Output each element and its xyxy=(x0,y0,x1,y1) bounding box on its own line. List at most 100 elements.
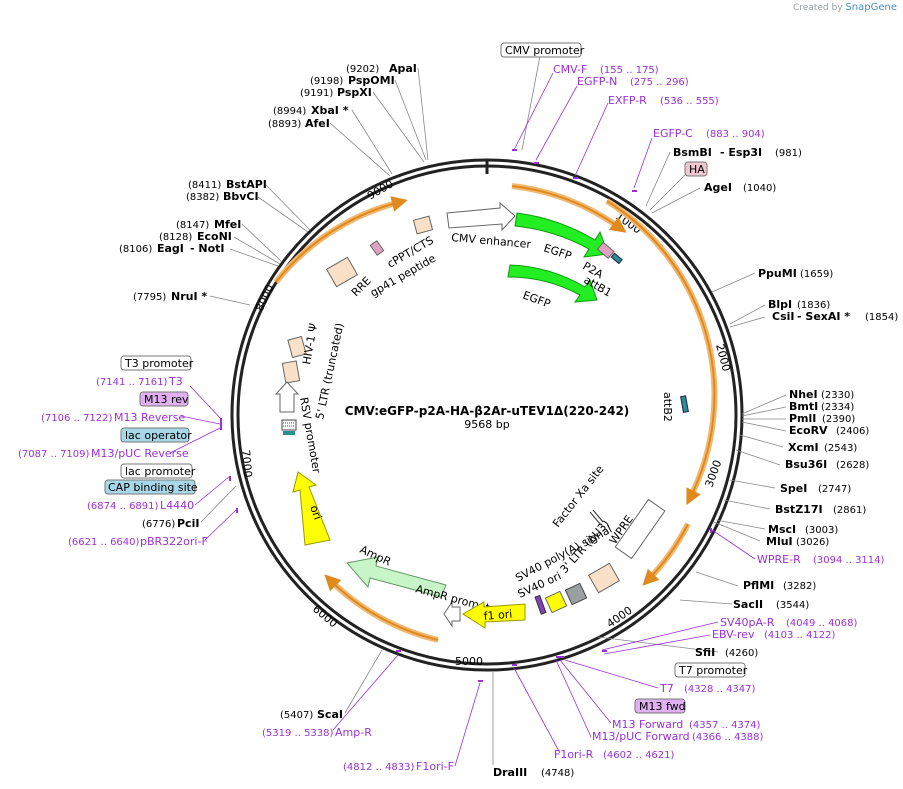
wprer-pos: (3094 .. 3114) xyxy=(813,555,885,566)
mfei-pos: (8147) xyxy=(176,220,209,231)
cmv-promoter-label: CMV promoter xyxy=(505,44,585,57)
lac-promoter-box xyxy=(120,463,193,479)
pbr322-pos: (6621 .. 6640) xyxy=(68,537,140,548)
ha-box xyxy=(684,161,708,177)
scai-name: ScaI xyxy=(317,708,343,721)
bsu36i-pos: (2628) xyxy=(836,460,869,471)
orf-arc-main xyxy=(605,198,718,500)
m13puc-fwd-pos: (4366 .. 4388) xyxy=(692,732,764,743)
tick-6000: 6000 xyxy=(310,602,340,630)
t7-promoter-box xyxy=(674,662,746,678)
bbvci-pos: (8382) xyxy=(186,192,219,203)
exfpr-name: EXFP-R xyxy=(608,94,647,107)
msci-name: MscI xyxy=(768,523,796,536)
attb1-box xyxy=(610,252,623,265)
pspxi-pos: (9191) xyxy=(300,88,333,99)
msci-pos: (3003) xyxy=(805,525,838,536)
f1orif-pos: (4812 .. 4833) xyxy=(343,762,415,773)
nrui-name: NruI * xyxy=(171,290,207,303)
esp3i-name: - Esp3I xyxy=(720,146,762,159)
attb2-box xyxy=(680,395,689,413)
ampr-arrow xyxy=(346,556,447,598)
xbai-pos: (8994) xyxy=(273,106,306,117)
m13forward-pos: (4357 .. 4374) xyxy=(689,720,761,731)
scai-pos: (5407) xyxy=(280,710,313,721)
egfpc-name: EGFP-C xyxy=(653,127,693,140)
cmv-promoter-box xyxy=(500,42,582,58)
pmli-name: PmlI xyxy=(789,412,816,425)
pmli-pos: (2390) xyxy=(822,414,855,425)
m13-rev-label: M13 rev xyxy=(144,393,189,406)
nhei-pos: (2330) xyxy=(821,390,854,401)
sexai-name: - SexAI * xyxy=(797,310,850,323)
sacii-name: SacII xyxy=(733,598,763,611)
sacii-pos: (3544) xyxy=(776,600,809,611)
bstapi-name: BstAPI xyxy=(226,178,267,191)
credit-prefix: Created by xyxy=(793,3,843,13)
sfii-pos: (4260) xyxy=(725,648,758,659)
tick-5000: 5000 xyxy=(455,655,483,668)
t7-promoter-label: T7 promoter xyxy=(678,664,748,677)
egfp-bottom-label: EGFP xyxy=(521,289,553,311)
nhei-name: NheI xyxy=(789,388,818,401)
pbr322-name: pBR322ori-F xyxy=(140,535,208,548)
m13puc-fwd-name: M13/pUC Forward xyxy=(592,730,690,743)
ampr-primer-pos: (5319 .. 5338) xyxy=(262,728,334,739)
cmv-enhancer-label: CMV enhancer xyxy=(451,231,532,251)
sv40par-pos: (4049 .. 4068) xyxy=(786,618,858,629)
plasmid-size: 9568 bp xyxy=(464,418,509,431)
ecorv-name: EcoRV xyxy=(789,424,828,437)
t3-promoter-box xyxy=(120,355,192,371)
noti-name: - NotI xyxy=(190,242,225,255)
cmvf-pos: (155 .. 175) xyxy=(600,65,659,76)
cap-binding-box xyxy=(104,479,196,495)
p2a-box xyxy=(596,241,615,260)
gp41-box xyxy=(369,240,385,256)
m13-fwd-label: M13 fwd xyxy=(639,700,686,713)
agei-pos: (1040) xyxy=(743,183,776,194)
f1orir-pos: (4602 .. 4621) xyxy=(603,750,675,761)
afei-pos: (8893) xyxy=(268,119,301,130)
sv40-ori-box xyxy=(534,594,547,615)
l4440-pos: (6874 .. 6891) xyxy=(87,501,159,512)
bsmbi-pos: (981) xyxy=(775,148,802,159)
tick-9000: 9000 xyxy=(365,177,396,202)
cap-site-box xyxy=(283,431,295,435)
ebvrev-name: EBV-rev xyxy=(712,628,755,641)
mlui-pos: (3026) xyxy=(796,537,829,548)
xcmi-pos: (2543) xyxy=(824,443,857,454)
ppumi-name: PpuMI xyxy=(758,267,797,280)
nrui-pos: (7795) xyxy=(133,292,166,303)
snapgene-brand: SnapGene xyxy=(845,2,897,13)
hiv-box xyxy=(287,335,307,359)
ha-label: HA xyxy=(689,163,705,176)
spei-name: SpeI xyxy=(780,482,807,495)
l4440-name: L4440 xyxy=(160,499,194,512)
ori-arrow xyxy=(292,471,331,546)
bsu36i-name: Bsu36I xyxy=(785,458,827,471)
t7-name: T7 xyxy=(659,682,674,695)
sv40-pa-box xyxy=(544,590,568,614)
pflmi-pos: (3282) xyxy=(783,581,816,592)
ltr3-box xyxy=(587,562,621,594)
m13forward-name: M13 Forward xyxy=(612,718,683,731)
tick-8000: 8000 xyxy=(253,282,277,313)
mlui-name: MluI xyxy=(766,535,793,548)
sfii-name: SfiI xyxy=(695,646,715,659)
lac-elements-box xyxy=(281,419,297,431)
egfp-arrow-bottom xyxy=(507,264,598,303)
ppumi-pos: (1659) xyxy=(800,269,833,280)
econi-pos: (8128) xyxy=(159,232,192,243)
blpi-pos: (1836) xyxy=(797,300,830,311)
ori-label: ori xyxy=(307,504,324,522)
egfpn-pos: (275 .. 296) xyxy=(630,77,689,88)
eagi-pos: (8106) xyxy=(119,244,152,255)
ampr-promoter-arrow xyxy=(443,600,461,628)
wpre-box xyxy=(614,498,666,560)
xbai-name: XbaI * xyxy=(311,104,349,117)
ampr-primer-name: Amp-R xyxy=(335,726,372,739)
draiii-name: DraIII xyxy=(493,766,527,779)
pspomi-name: PspOMI xyxy=(348,74,395,87)
pflmi-name: PflMI xyxy=(743,579,774,592)
